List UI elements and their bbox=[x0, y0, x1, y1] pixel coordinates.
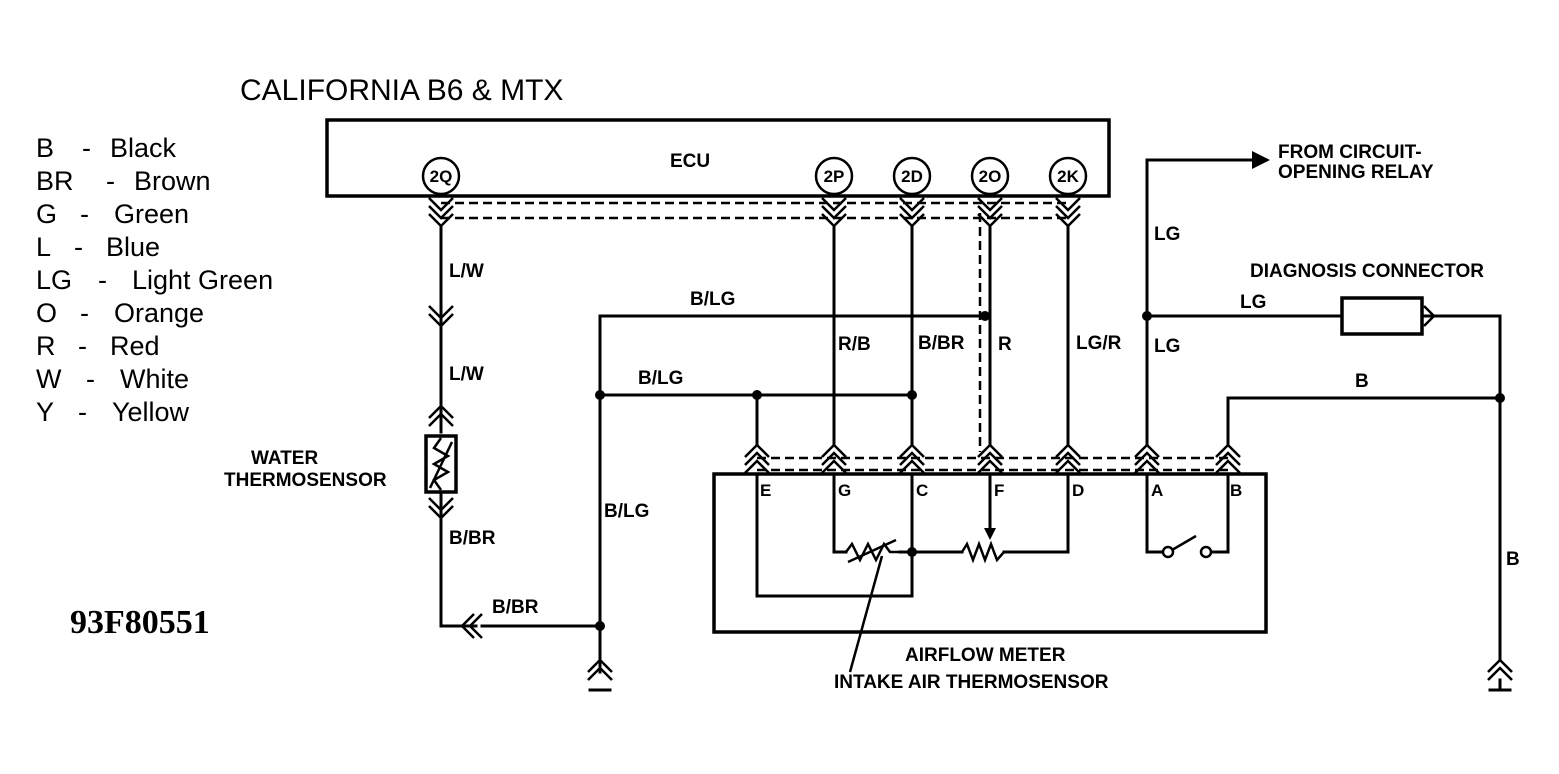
afm-pin-g: G bbox=[838, 481, 851, 500]
legend-sep: - bbox=[80, 298, 89, 328]
afm-connector-chevrons bbox=[744, 443, 1241, 474]
wire-label: B/LG bbox=[638, 368, 683, 389]
afm-pin-f: F bbox=[994, 481, 1004, 500]
water-thermosensor-label: THERMOSENSOR bbox=[224, 470, 387, 491]
ecu-box bbox=[325, 118, 1111, 198]
wire-label: B/BR bbox=[492, 597, 539, 618]
legend-code: R bbox=[36, 331, 56, 361]
wire-label: B/BR bbox=[918, 333, 965, 354]
switch-blade bbox=[1171, 534, 1197, 552]
circuit-opening-relay-label: OPENING RELAY bbox=[1278, 162, 1434, 183]
legend-name: Red bbox=[110, 331, 160, 361]
ecu-pin-2p: 2P bbox=[814, 156, 854, 196]
legend-sep: - bbox=[74, 232, 83, 262]
ecu-pin-2d: 2D bbox=[892, 156, 932, 196]
potentiometer-symbol bbox=[960, 540, 1005, 564]
diagnosis-connector-label: DIAGNOSIS CONNECTOR bbox=[1250, 261, 1484, 282]
legend-name: Yellow bbox=[112, 397, 190, 427]
diagram-title: CALIFORNIA B6 & MTX bbox=[240, 74, 563, 107]
diagnosis-connector-terminal bbox=[1423, 305, 1436, 327]
pin-label: 2K bbox=[1057, 167, 1079, 186]
ecu: ECU 2Q 2P 2D 2O 2K bbox=[325, 118, 1111, 198]
junction-dots bbox=[595, 311, 1505, 631]
legend-name: Green bbox=[114, 199, 189, 229]
legend-code: LG bbox=[36, 265, 72, 295]
ecu-connector-chevrons bbox=[428, 197, 1081, 228]
afm-pin-c: C bbox=[916, 481, 928, 500]
switch-contact bbox=[1161, 545, 1175, 559]
wire-label: B bbox=[1506, 549, 1520, 570]
legend-name: White bbox=[120, 364, 189, 394]
wire-label: L/W bbox=[449, 364, 484, 385]
pin-label: 2D bbox=[901, 167, 923, 186]
switch-contact bbox=[1199, 545, 1213, 559]
water-thermosensor-label: WATER bbox=[251, 448, 318, 469]
legend-name: Black bbox=[110, 133, 177, 163]
airflow-meter: E G C F D A B AIRFLOW METER INTAKE AIR T… bbox=[712, 472, 1268, 693]
water-thermosensor-body bbox=[424, 434, 458, 494]
legend-code: L bbox=[36, 232, 51, 262]
legend-code: Y bbox=[36, 397, 54, 427]
legend-name: Light Green bbox=[132, 265, 273, 295]
wire-labels: L/W L/W B/BR B/BR B/LG B/LG B/LG R/B B/B… bbox=[449, 224, 1520, 618]
ecu-connector-outline bbox=[441, 201, 1068, 220]
legend-sep: - bbox=[78, 331, 87, 361]
wire-label: R bbox=[998, 334, 1012, 355]
intake-air-thermosensor-label: INTAKE AIR THERMOSENSOR bbox=[834, 672, 1109, 693]
diagnosis-connector: DIAGNOSIS CONNECTOR bbox=[1250, 261, 1484, 336]
wire-label: LG bbox=[1154, 336, 1180, 357]
wire-label: B bbox=[1355, 371, 1369, 392]
legend-sep: - bbox=[98, 265, 107, 295]
legend-sep: - bbox=[82, 133, 91, 163]
ecu-label: ECU bbox=[670, 151, 710, 172]
ecu-pin-2k: 2K bbox=[1048, 156, 1088, 196]
color-legend: B - Black BR - Brown G - Green L - Blue … bbox=[36, 133, 273, 427]
ecu-pin-2o: 2O bbox=[970, 156, 1010, 196]
water-thermosensor: WATER THERMOSENSOR bbox=[224, 434, 458, 494]
circuit-opening-relay-label: FROM CIRCUIT- bbox=[1278, 142, 1422, 163]
legend-code: O bbox=[36, 298, 57, 328]
airflow-meter-label: AIRFLOW METER bbox=[905, 645, 1066, 666]
wires bbox=[428, 151, 1513, 692]
legend-name: Orange bbox=[114, 298, 204, 328]
ecu-pin-2q: 2Q bbox=[421, 156, 461, 196]
thermistor-arrow bbox=[428, 441, 454, 489]
intake-air-thermistor-arrow bbox=[847, 538, 897, 564]
pin-label: 2O bbox=[979, 167, 1002, 186]
wire-label: B/LG bbox=[604, 501, 649, 522]
wire-label: B/LG bbox=[690, 289, 735, 310]
wire-label: LG bbox=[1240, 292, 1266, 313]
figure-id: 93F80551 bbox=[70, 604, 210, 641]
legend-sep: - bbox=[80, 199, 89, 229]
legend-sep: - bbox=[106, 166, 115, 196]
legend-name: Brown bbox=[134, 166, 211, 196]
afm-pin-b: B bbox=[1230, 481, 1242, 500]
diagnosis-connector-body bbox=[1340, 296, 1424, 336]
legend-code: BR bbox=[36, 166, 74, 196]
wire-label: L/W bbox=[449, 261, 484, 282]
wire-label: LG/R bbox=[1076, 333, 1122, 354]
intake-air-thermistor-symbol bbox=[845, 541, 900, 563]
wire-label: LG bbox=[1154, 224, 1180, 245]
legend-code: B bbox=[36, 133, 54, 163]
leader-line bbox=[848, 555, 884, 673]
legend-code: W bbox=[36, 364, 62, 394]
pin-label: 2P bbox=[824, 167, 845, 186]
legend-sep: - bbox=[86, 364, 95, 394]
afm-connector-outline bbox=[757, 456, 1228, 472]
legend-code: G bbox=[36, 199, 57, 229]
legend-sep: - bbox=[78, 397, 87, 427]
wire-label: R/B bbox=[838, 334, 871, 355]
legend-name: Blue bbox=[106, 232, 160, 262]
afm-pin-a: A bbox=[1151, 481, 1163, 500]
wire-label: B/BR bbox=[449, 528, 496, 549]
afm-pin-e: E bbox=[760, 481, 771, 500]
afm-pin-d: D bbox=[1072, 481, 1084, 500]
pin-label: 2Q bbox=[430, 167, 453, 186]
